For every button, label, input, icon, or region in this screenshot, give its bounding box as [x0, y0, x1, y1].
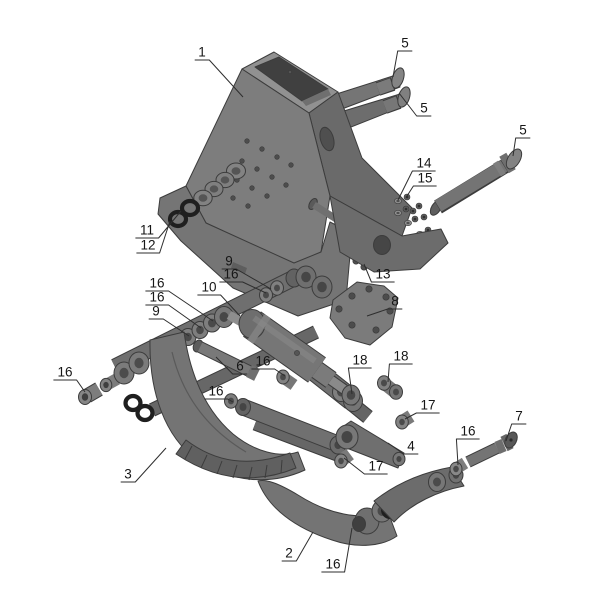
callout-label-15: 15	[417, 171, 432, 186]
callout-leader-16	[251, 368, 286, 377]
callout-leader-5	[392, 50, 413, 78]
callout-leader-4	[387, 442, 419, 455]
callout-leader-9	[148, 318, 190, 337]
callout-leader-17	[404, 412, 440, 420]
part-1-main-frame	[185, 51, 413, 265]
callout-label-16: 16	[325, 557, 340, 572]
callout-label-4: 4	[407, 439, 415, 454]
callout-leader-11	[135, 210, 182, 239]
callout-label-8: 8	[391, 294, 399, 309]
callout-label-9: 9	[152, 304, 160, 319]
callout-leader-5	[398, 92, 432, 117]
callout-leader-18	[347, 367, 372, 395]
callout-label-14: 14	[416, 156, 432, 171]
callout-label-3: 3	[124, 467, 132, 482]
callout-leader-17	[343, 457, 388, 475]
callout-label-2: 2	[285, 546, 293, 561]
callout-label-17: 17	[368, 459, 383, 474]
callout-leader-14	[397, 170, 436, 201]
callout-label-16: 16	[460, 424, 475, 439]
callout-leader-1	[194, 59, 244, 98]
callout-label-6: 6	[236, 359, 244, 374]
callout-leader-15	[406, 185, 437, 197]
callout-label-12: 12	[140, 238, 155, 253]
callout-label-7: 7	[515, 409, 523, 424]
callout-leader-13	[363, 263, 395, 283]
callout-label-5: 5	[519, 123, 527, 138]
part-6-rod	[192, 339, 260, 381]
callout-label-5: 5	[420, 101, 428, 116]
callout-leader-2	[281, 531, 314, 562]
callout-leader-6	[215, 356, 248, 375]
callout-label-10: 10	[201, 280, 216, 295]
callout-leader-7	[505, 423, 527, 442]
callout-leader-10	[197, 294, 241, 317]
callout-label-18: 18	[393, 349, 408, 364]
callout-label-17: 17	[420, 398, 435, 413]
part-14-15-washers-nuts	[394, 193, 432, 238]
callout-label-16: 16	[255, 354, 270, 369]
part-11-12-seals	[167, 162, 246, 229]
part-10-cylinder	[179, 265, 361, 406]
callout-leader-16	[455, 438, 480, 466]
part-5-pin-right	[429, 148, 523, 216]
callout-leader-16	[204, 398, 234, 403]
callout-leader-9	[221, 268, 272, 290]
callout-leader-8	[366, 308, 403, 317]
callout-label-5: 5	[401, 36, 409, 51]
callout-label-16: 16	[149, 290, 164, 305]
callout-label-18: 18	[352, 353, 367, 368]
callout-leader-16	[145, 304, 202, 329]
callout-leader-16	[321, 527, 353, 573]
callout-leader-16	[53, 379, 86, 393]
part-3-tine	[78, 331, 306, 481]
callout-label-16: 16	[223, 267, 238, 282]
part-8-bracket	[329, 281, 399, 346]
callout-leader-16	[145, 290, 214, 322]
callout-leader-18	[387, 363, 413, 383]
callout-label-1: 1	[198, 45, 206, 60]
callout-label-16: 16	[208, 384, 223, 399]
callout-leader-5	[512, 137, 531, 157]
part-7-arm-pin	[373, 431, 518, 523]
callout-label-13: 13	[375, 267, 390, 282]
part-2-tine	[257, 480, 399, 546]
callout-leader-16	[219, 281, 267, 294]
callout-label-9: 9	[225, 254, 233, 269]
callout-leader-12	[136, 220, 171, 254]
callout-leader-3	[120, 447, 167, 483]
callout-label-16: 16	[149, 276, 164, 291]
callout-label-16: 16	[57, 365, 72, 380]
callout-label-11: 11	[140, 223, 154, 238]
